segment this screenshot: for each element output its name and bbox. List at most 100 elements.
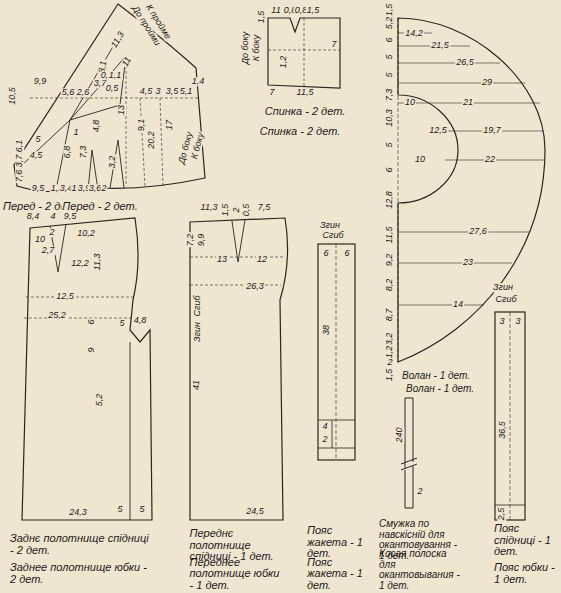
dimension-label: 8,7 <box>385 308 394 323</box>
dimension-label: 6 <box>385 166 394 173</box>
piece-caption: Заднє полотнище спідниці - 2 дет. <box>9 533 151 556</box>
dimension-label: Спинка - 2 дет. <box>259 126 342 138</box>
dimension-label: 5 <box>118 319 125 328</box>
dimension-label: 41 <box>192 379 201 391</box>
dimension-label: 9,5 <box>31 184 46 193</box>
dimension-label: 8,4 <box>26 212 41 221</box>
dimension-label: 10,3 <box>385 108 394 128</box>
dimension-label: 36,5 <box>498 420 507 440</box>
dimension-label: 9,1 <box>137 118 146 133</box>
dimension-label: Волан - 1 дет. <box>405 384 475 395</box>
dimension-label: 26,5 <box>455 58 475 67</box>
piece-caption: Пояс жакета - 1 дет. <box>306 556 370 591</box>
dimension-label: 5 <box>116 505 123 514</box>
dimension-label: 3,2 <box>108 155 117 170</box>
dimension-label: Згин <box>319 221 341 230</box>
dimension-label: 11,5 <box>296 88 315 97</box>
dimension-label: 4 <box>49 212 56 221</box>
dimension-label: 1,5 <box>257 10 266 25</box>
dimension-label: 1,2 <box>279 55 288 70</box>
dimension-label: 13 <box>117 104 126 116</box>
dimension-label: 9,9 <box>197 233 206 248</box>
dimension-label: 4,8 <box>133 316 148 325</box>
dimension-label: 2 <box>321 435 328 444</box>
dimension-label: 6 <box>385 36 394 43</box>
dimension-label: 6 <box>87 318 96 325</box>
dimension-label: 7,5 <box>257 203 272 212</box>
dimension-label: 22 <box>484 155 496 164</box>
dimension-label: 3 <box>514 317 521 326</box>
dimension-label: 2 <box>100 184 107 193</box>
piece-caption: Пояс спідниці - 1 дет. <box>493 523 559 558</box>
dimension-label: Волан - 1 дет. <box>401 371 471 382</box>
dimension-label: 29 <box>481 78 493 87</box>
dimension-label: 5 <box>138 505 145 514</box>
dimension-label: 1,1 <box>108 71 123 80</box>
dimension-label: 26,3 <box>245 282 265 291</box>
dimension-label: 3,7 <box>15 154 24 169</box>
dimension-label: 3 <box>498 317 505 326</box>
dimension-label: 9,5 <box>63 212 78 221</box>
dimension-label: 2,7 <box>41 246 56 255</box>
dimension-label: 11,3 <box>200 203 219 212</box>
dimension-label: 1,5 <box>385 368 394 383</box>
dimension-label: 7,2 <box>186 233 195 248</box>
dimension-label: Сгиб <box>193 294 202 317</box>
dimension-label: 11,3 <box>109 29 127 50</box>
dimension-label: 4,5 <box>29 151 44 160</box>
dimension-label: 17 <box>165 119 174 131</box>
dimension-label: 12,2 <box>70 259 90 268</box>
dimension-label: 7 <box>268 88 275 97</box>
dimension-label: 4,5 <box>139 87 154 96</box>
dimension-label: 10,5 <box>8 86 17 106</box>
dimension-label: 240 <box>395 426 404 443</box>
dimension-label: 10 <box>404 98 416 107</box>
dimension-label: 2 <box>416 487 423 496</box>
dimension-label: Згин <box>492 283 514 292</box>
dimension-label: 9 <box>87 346 96 353</box>
dimension-label: 7,6 <box>15 169 24 184</box>
dimension-label: 24,5 <box>245 507 265 516</box>
dimension-label: Згин <box>193 321 202 343</box>
dimension-label: 5 <box>385 53 394 60</box>
dimension-label: 5,6 <box>61 88 76 97</box>
dimension-label: 13 <box>216 255 228 264</box>
dimension-label: 1,5 <box>306 6 321 15</box>
dimension-label: 4,8 <box>92 119 101 134</box>
dimension-label: 10 <box>414 155 426 164</box>
dimension-label: До боку <box>241 31 250 66</box>
dimension-label: Перед - 2 дет. <box>61 201 138 213</box>
piece-caption: Пояс юбки - 1 дет. <box>493 562 559 585</box>
dimension-label: 19,7 <box>482 126 502 135</box>
dimension-label: 0,5 <box>242 203 251 218</box>
dimension-label: 10,2 <box>76 229 96 238</box>
dimension-label: 1,4 <box>191 77 206 86</box>
dimension-label: 3 <box>154 87 161 96</box>
piece-caption: Заднее полотнище юбки - 2 дет. <box>9 562 151 585</box>
dimension-label: 5,2 <box>385 16 394 31</box>
dimension-label: 5,1 <box>179 87 194 96</box>
dimension-label: 11 <box>270 6 281 15</box>
dimension-label: 5 <box>385 71 394 78</box>
dimension-label: 25,2 <box>47 311 67 320</box>
dimension-label: 1,5 <box>221 203 230 218</box>
dimension-label: 0,5 <box>105 84 120 93</box>
dimension-label: 11 <box>120 55 134 70</box>
dimension-label: 3,5 <box>165 87 180 96</box>
dimension-label: 21 <box>462 98 474 107</box>
dimension-label: 7,3 <box>385 88 394 103</box>
dimension-label: 12,5 <box>428 126 448 135</box>
dimension-label: 20,2 <box>147 130 156 150</box>
dimension-label: Сгиб <box>494 295 517 304</box>
dimension-label: 9,2 <box>385 253 394 268</box>
dimension-label: 6,8 <box>63 145 72 160</box>
dimension-label: 6 <box>343 249 350 258</box>
dimension-label: Сгиб <box>321 231 344 240</box>
dimension-label: 14 <box>452 300 464 309</box>
dimension-label: 14,2 <box>404 29 424 38</box>
dimension-label: 1,2 <box>385 345 394 360</box>
dimension-label: 11,3 <box>93 253 102 272</box>
piece-caption: Пояс жакета - 1 дет. <box>306 525 370 560</box>
dimension-label: 8,2 <box>385 278 394 293</box>
dimension-label: 1 <box>72 128 79 137</box>
